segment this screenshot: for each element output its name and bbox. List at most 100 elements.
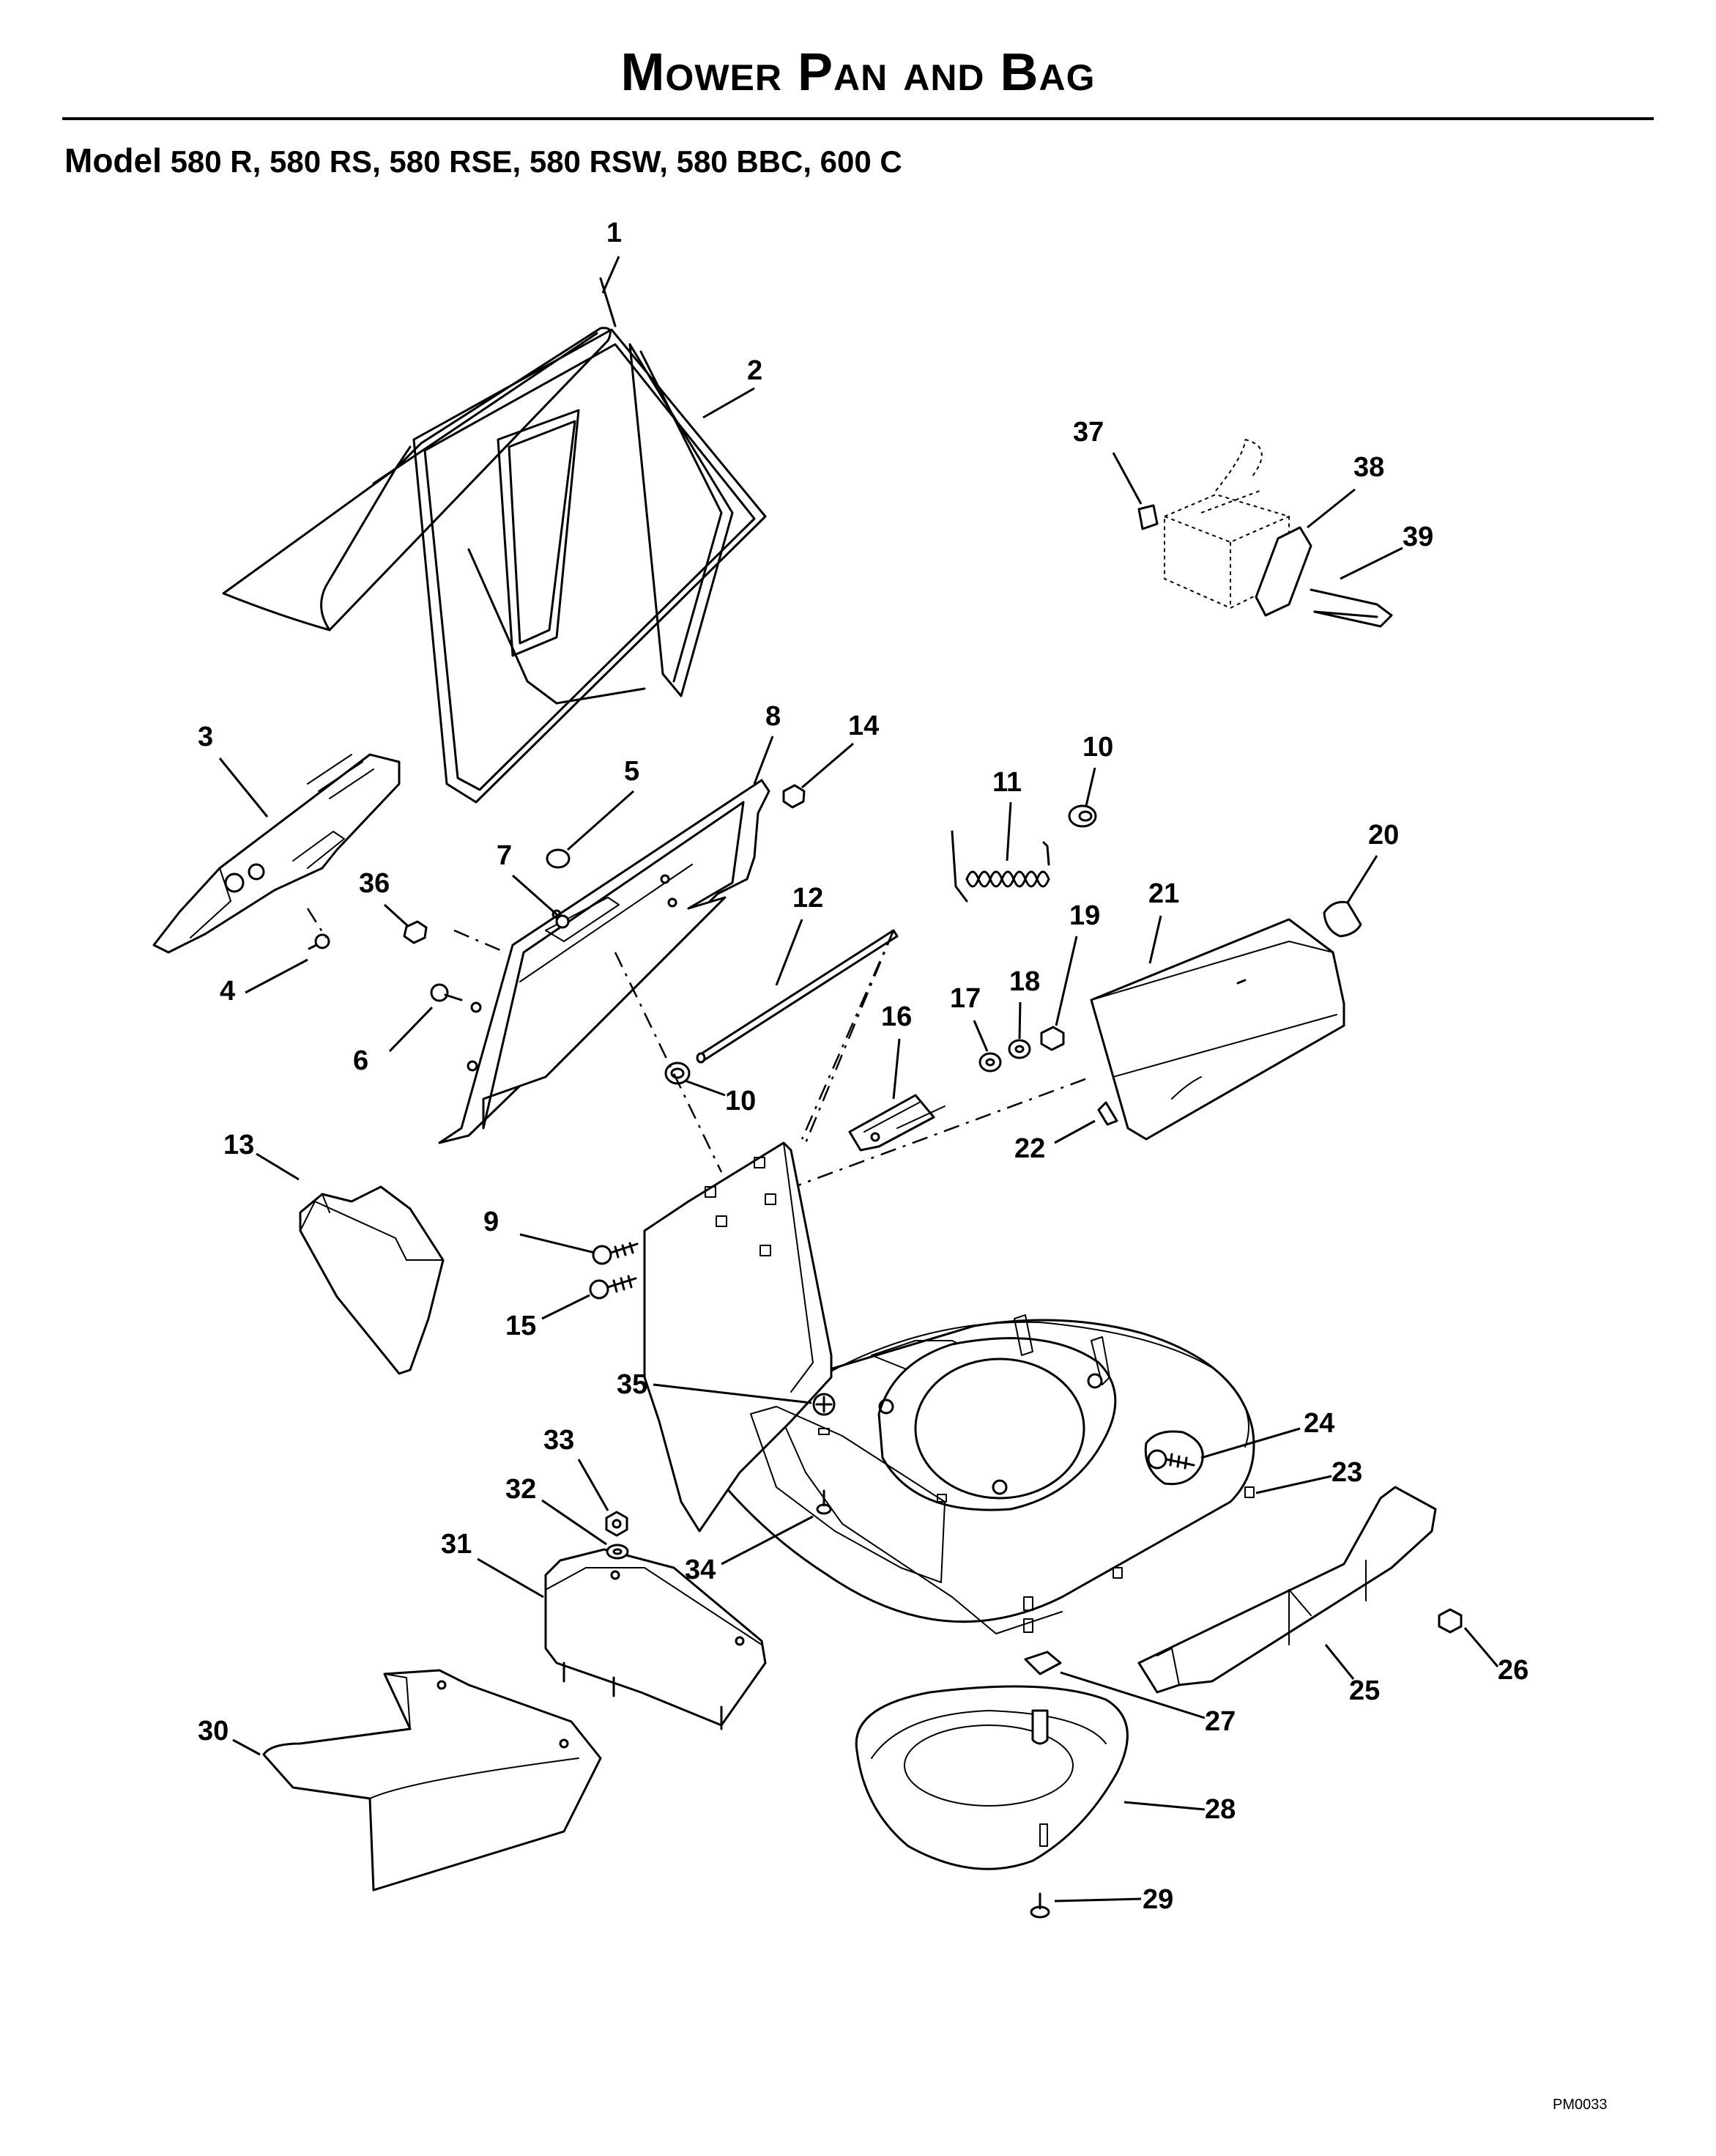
- svg-text:15: 15: [505, 1311, 536, 1341]
- callout-14: 14: [801, 711, 879, 789]
- callout-27: 27: [1060, 1671, 1236, 1737]
- bolt-24: [1144, 1430, 1204, 1486]
- svg-text:20: 20: [1368, 820, 1399, 851]
- plug-5: [546, 848, 571, 869]
- callout-33: 33: [543, 1425, 609, 1511]
- bolt-34: [816, 1489, 832, 1515]
- battery-strap: [1310, 588, 1393, 628]
- svg-text:14: 14: [848, 711, 879, 741]
- callout-24: 24: [1200, 1408, 1334, 1459]
- svg-text:16: 16: [881, 1001, 912, 1032]
- callout-38: 38: [1307, 452, 1384, 529]
- model-line: Model 580 R, 580 RS, 580 RSE, 580 RSW, 5…: [64, 141, 902, 180]
- hub-27: [1024, 1651, 1062, 1675]
- svg-text:37: 37: [1073, 417, 1104, 448]
- svg-text:1: 1: [606, 218, 622, 248]
- screw-7: [555, 914, 570, 929]
- svg-text:21: 21: [1148, 878, 1179, 909]
- callout-34: 34: [685, 1515, 814, 1585]
- nut-14: [782, 784, 806, 809]
- clip-22: [1097, 1101, 1118, 1126]
- bag-frame: [412, 328, 767, 804]
- nut-19: [1040, 1026, 1065, 1051]
- svg-text:28: 28: [1205, 1794, 1236, 1825]
- callout-12: 12: [775, 883, 823, 986]
- callout-11: 11: [992, 767, 1022, 862]
- front-shield-30: [262, 1669, 602, 1892]
- knob-20: [1323, 900, 1362, 938]
- svg-text:23: 23: [1331, 1457, 1362, 1488]
- washer-32: [606, 1544, 629, 1560]
- side-skirt: [1137, 1486, 1437, 1694]
- svg-text:5: 5: [624, 756, 639, 787]
- callout-37: 37: [1073, 417, 1143, 505]
- callout-30: 30: [198, 1716, 261, 1756]
- svg-text:27: 27: [1205, 1706, 1236, 1737]
- svg-text:11: 11: [992, 767, 1022, 798]
- svg-text:38: 38: [1353, 452, 1384, 483]
- callout-18: 18: [1009, 966, 1040, 1040]
- svg-text:36: 36: [359, 868, 390, 899]
- svg-text:19: 19: [1069, 900, 1100, 931]
- callout-4: 4: [220, 958, 308, 1007]
- front-shield-31: [544, 1548, 767, 1730]
- callout-17: 17: [950, 983, 989, 1052]
- svg-text:24: 24: [1304, 1408, 1334, 1439]
- callout-15: 15: [505, 1294, 590, 1341]
- battery: [1164, 439, 1290, 610]
- screw-29: [1030, 1892, 1050, 1919]
- rear-cover: [1090, 918, 1345, 1141]
- callouts: 1 2 3 4 5 6 7 8 9 10 10 11 12 13 14 15 1…: [198, 218, 1529, 1915]
- nut-26: [1438, 1608, 1463, 1634]
- fastener-35: [812, 1393, 836, 1435]
- bolt-9: [592, 1242, 639, 1265]
- battery-plate: [1255, 526, 1312, 617]
- svg-text:35: 35: [617, 1369, 647, 1400]
- bolt-15: [589, 1275, 637, 1300]
- callout-19: 19: [1055, 900, 1100, 1026]
- callout-28: 28: [1123, 1794, 1236, 1825]
- callout-1: 1: [601, 218, 622, 294]
- svg-text:7: 7: [497, 840, 512, 871]
- blade-cup: [855, 1685, 1129, 1870]
- svg-text:33: 33: [543, 1425, 574, 1456]
- callout-8: 8: [753, 701, 781, 785]
- svg-text:9: 9: [483, 1207, 499, 1237]
- discharge-deflector: [152, 753, 401, 954]
- svg-text:22: 22: [1014, 1133, 1045, 1164]
- svg-text:34: 34: [685, 1555, 716, 1585]
- callout-6: 6: [353, 1006, 434, 1076]
- bushing-10-lower: [664, 1062, 691, 1085]
- callout-9: 9: [483, 1207, 595, 1254]
- mower-deck: [643, 1141, 1255, 1634]
- svg-text:6: 6: [353, 1045, 368, 1076]
- model-list: 580 R, 580 RS, 580 RSE, 580 RSW, 580 BBC…: [170, 144, 902, 179]
- battery-clip: [1137, 504, 1159, 530]
- washer-17: [978, 1052, 1002, 1073]
- callout-26: 26: [1463, 1627, 1529, 1686]
- nut-33: [605, 1511, 628, 1537]
- svg-text:26: 26: [1498, 1655, 1529, 1686]
- callout-20: 20: [1346, 820, 1399, 903]
- nut-36: [403, 920, 428, 944]
- model-label: Model: [64, 141, 162, 179]
- page-title: Mower Pan and Bag: [620, 43, 1096, 102]
- svg-text:10: 10: [725, 1086, 756, 1116]
- svg-text:4: 4: [220, 976, 235, 1007]
- hinge-rod: [696, 929, 899, 1064]
- callout-13: 13: [223, 1130, 300, 1181]
- callout-32: 32: [505, 1474, 607, 1546]
- title-rule: [62, 117, 1654, 120]
- callout-35: 35: [617, 1369, 812, 1404]
- torsion-spring: [951, 830, 1050, 903]
- side-chute: [299, 1185, 445, 1375]
- svg-text:29: 29: [1143, 1884, 1173, 1915]
- callout-39: 39: [1340, 522, 1433, 580]
- callout-22: 22: [1014, 1119, 1096, 1164]
- svg-text:13: 13: [223, 1130, 254, 1160]
- callout-29: 29: [1054, 1884, 1173, 1915]
- washer-18: [1008, 1039, 1031, 1059]
- hinge-bracket: [848, 1094, 946, 1152]
- callout-23: 23: [1255, 1457, 1362, 1494]
- svg-text:12: 12: [792, 883, 823, 914]
